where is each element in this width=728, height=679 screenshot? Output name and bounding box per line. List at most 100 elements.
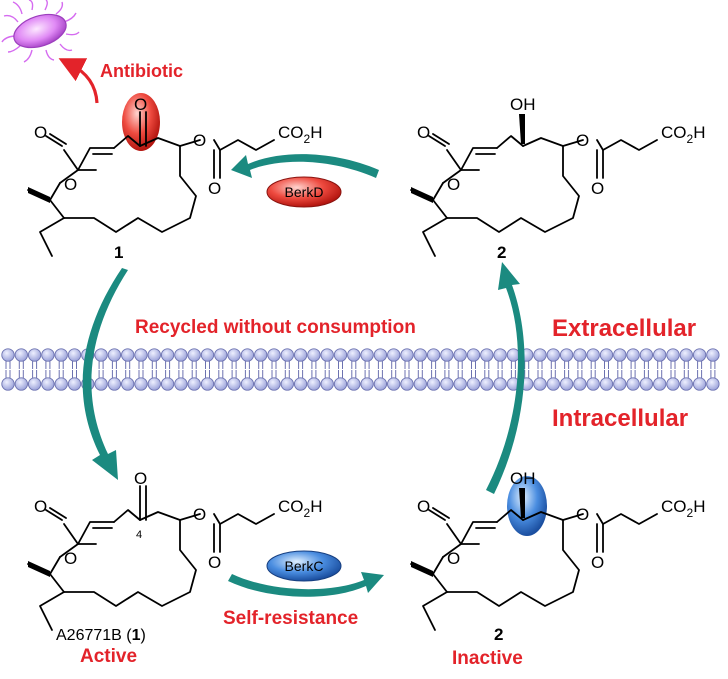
enzyme-berkC: BerkC (266, 550, 342, 582)
lipid-head (121, 377, 135, 391)
lipid-head (174, 348, 188, 362)
svg-text:CO2H: CO2H (278, 497, 322, 520)
svg-text:O: O (591, 179, 604, 198)
lipid-head (559, 348, 574, 362)
compound-name-label: A26771B (1) (56, 627, 146, 644)
svg-text:OH: OH (510, 469, 536, 488)
lipid-head (533, 348, 547, 362)
svg-text:CO2H: CO2H (661, 123, 705, 146)
lipid-head (387, 348, 401, 362)
lipid-head (160, 348, 175, 362)
lipid-head (626, 348, 640, 362)
lipid-head (599, 348, 614, 362)
atoms-compound-2-bottom: O O OH O O CO2H 2 Inactive (417, 469, 705, 669)
svg-text:O: O (208, 179, 221, 198)
lipid-head (586, 377, 600, 391)
lipid-head (160, 377, 175, 391)
compound-number-top-left: 1 (114, 243, 123, 262)
lipid-head (54, 377, 68, 391)
atoms-compound-1-bottom: O O O 4 O O CO2H A26771B (1) Active (34, 469, 322, 667)
lipid-head (307, 348, 321, 362)
berkC-arrow (228, 572, 384, 597)
ketone-highlight (122, 93, 160, 151)
lipid-head (240, 348, 255, 362)
lipid-head (440, 348, 454, 362)
lipid-head (692, 377, 707, 391)
lipid-head (147, 348, 161, 362)
enzyme-berkD: BerkD (266, 176, 342, 208)
lipid-head (227, 348, 241, 362)
lipid-head (27, 377, 42, 391)
lipid-head (546, 348, 560, 362)
molecule-compound-1-top (27, 111, 275, 257)
recycled-label: Recycled without consumption (135, 317, 416, 338)
lipid-head (200, 377, 215, 391)
lipid-head (426, 348, 441, 362)
svg-text:O: O (134, 469, 147, 488)
lipid-head (613, 377, 627, 391)
lipid-head (639, 377, 654, 391)
lipid-head (679, 377, 693, 391)
lipid-head (546, 377, 560, 391)
lipid-head (293, 348, 308, 362)
lipid-head (480, 377, 494, 391)
svg-text:O: O (34, 123, 47, 142)
uptake-arrow (82, 268, 128, 480)
bacterium-icon (1, 0, 80, 63)
compound-number-top-right: 2 (497, 243, 506, 262)
svg-text:O: O (417, 123, 430, 142)
lipid-head (573, 348, 587, 362)
lipid-head (493, 377, 507, 391)
lipid-head (214, 348, 228, 362)
svg-text:O: O (193, 131, 206, 150)
carbon-4-label: 4 (136, 529, 142, 541)
lipid-head (333, 377, 348, 391)
lipid-head (27, 348, 42, 362)
lipid-head (653, 348, 667, 362)
svg-text:O: O (447, 549, 460, 568)
lipid-head (400, 377, 414, 391)
atoms-compound-2-top: O O OH O O CO2H 2 (417, 95, 705, 262)
lipid-head (373, 348, 388, 362)
lipid-head (360, 377, 374, 391)
lipid-head (347, 348, 361, 362)
lipid-head (666, 348, 680, 362)
lipid-head (14, 377, 28, 391)
svg-text:O: O (134, 95, 147, 114)
lipid-head (480, 348, 494, 362)
compound-number-bottom-right: 2 (494, 625, 503, 644)
lipid-head (227, 377, 241, 391)
hydroxyl-highlight (507, 476, 547, 536)
lipid-head (626, 377, 640, 391)
svg-text:CO2H: CO2H (661, 497, 705, 520)
lipid-head (387, 377, 401, 391)
lipid-head (14, 348, 28, 362)
lipid-head (134, 348, 148, 362)
lipid-head (293, 377, 308, 391)
lipid-head (706, 377, 720, 391)
lipid-head (41, 377, 55, 391)
svg-text:O: O (64, 175, 77, 194)
svg-text:O: O (576, 505, 589, 524)
lipid-head (360, 348, 374, 362)
active-label: Active (80, 646, 137, 667)
molecule-compound-2-top (410, 114, 658, 257)
lipid-head (214, 377, 228, 391)
lipid-head (613, 348, 627, 362)
lipid-head (400, 348, 414, 362)
cell-membrane (1, 348, 720, 391)
svg-text:O: O (591, 553, 604, 572)
lipid-head (453, 348, 467, 362)
antibiotic-label: Antibiotic (100, 61, 183, 81)
lipid-head (653, 377, 667, 391)
atoms-compound-1-top: O O O O O CO2H 1 (34, 95, 322, 262)
lipid-head (679, 348, 693, 362)
svg-text:OH: OH (510, 95, 536, 114)
lipid-head (107, 348, 122, 362)
lipid-head (1, 377, 15, 391)
svg-text:O: O (576, 131, 589, 150)
teal-arrows (82, 154, 525, 597)
lipid-head (466, 377, 481, 391)
lipid-head (706, 348, 720, 362)
